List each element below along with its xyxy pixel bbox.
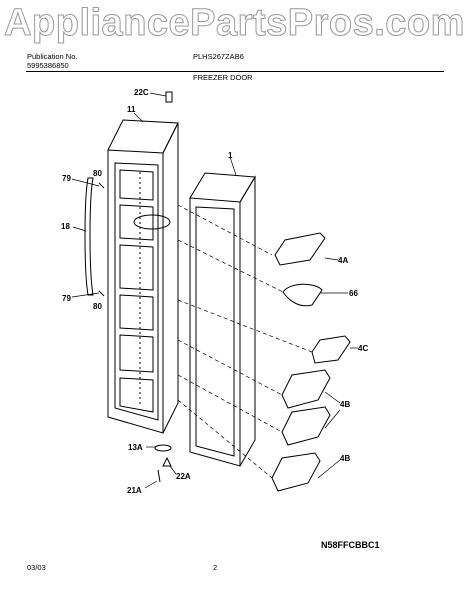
bin-4b-3-shape	[271, 452, 321, 492]
callout-22c: 22C	[134, 88, 149, 97]
callout-80-bottom: 80	[93, 302, 102, 311]
leader-lines	[177, 204, 313, 479]
callout-79-bottom: 79	[62, 294, 71, 303]
screw-bottom-shape	[98, 290, 105, 297]
footer-date: 03/03	[27, 563, 46, 572]
bin-4a-shape	[274, 232, 326, 266]
header-rule	[26, 71, 444, 72]
callout-4c: 4C	[358, 344, 368, 353]
bin-4b-1-shape	[281, 369, 331, 409]
callout-18: 18	[61, 222, 70, 231]
callout-13a: 13A	[128, 443, 143, 452]
model-number: PLHS267ZAB6	[193, 52, 244, 61]
publication-number: 5995386850	[27, 61, 69, 70]
diagram-code: N58FFCBBC1	[321, 540, 380, 550]
freezer-door-shape	[107, 119, 179, 434]
guard-66-shape	[282, 283, 323, 307]
bottom-hinge-shape	[154, 444, 172, 452]
callout-1: 1	[228, 151, 233, 160]
section-title: FREEZER DOOR	[193, 73, 253, 82]
bin-4b-2-shape	[281, 406, 331, 446]
bin-4c-shape	[311, 335, 351, 364]
door-gasket-shape	[189, 172, 256, 467]
screw-top-shape	[98, 182, 105, 189]
callout-11: 11	[127, 105, 136, 114]
callout-66: 66	[349, 289, 358, 298]
hinge-pin-shape	[157, 469, 161, 483]
callout-22a: 22A	[176, 472, 191, 481]
callout-4b-upper: 4B	[340, 400, 350, 409]
page-number: 2	[213, 563, 218, 572]
callout-21a: 21A	[127, 486, 142, 495]
hinge-screw-shape	[162, 456, 172, 467]
watermark-logo: AppliancePartsPros.com	[4, 2, 465, 45]
callout-79-top: 79	[62, 174, 71, 183]
callout-leaders	[71, 92, 358, 489]
hinge-cap-shape	[165, 91, 173, 103]
callout-80-top: 80	[93, 169, 102, 178]
door-handle-shape	[84, 177, 94, 296]
callout-4a: 4A	[338, 256, 348, 265]
callout-4b-lower: 4B	[340, 454, 350, 463]
publication-label: Publication No.	[27, 52, 78, 61]
